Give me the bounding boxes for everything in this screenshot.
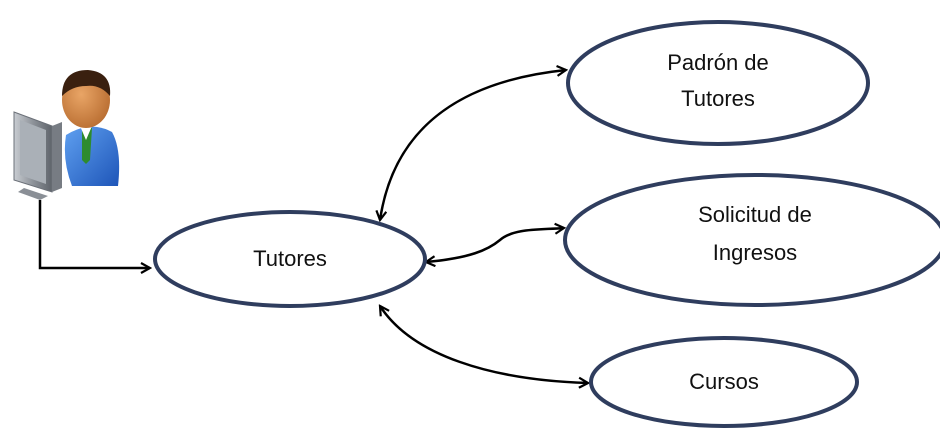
actor-to-tutores-connector (38, 200, 150, 268)
user-at-computer-icon (13, 70, 120, 200)
tutores-solicitud-connector (426, 228, 564, 262)
use-case-padron-label-line2: Tutores (681, 86, 755, 111)
use-case-solicitud-label-line2: Ingresos (713, 240, 797, 265)
use-case-tutores-label: Tutores (253, 246, 327, 271)
use-case-padron-de-tutores (566, 20, 870, 146)
use-case-cursos-label: Cursos (689, 369, 759, 394)
use-case-tutores (153, 210, 427, 308)
use-case-solicitud-label-line1: Solicitud de (698, 202, 812, 227)
use-case-solicitud-de-ingresos (563, 173, 940, 307)
tutores-cursos-connector (380, 306, 588, 383)
use-case-cursos (589, 336, 859, 428)
tutores-padron-connector (380, 70, 566, 220)
use-case-padron-label-line1: Padrón de (667, 50, 769, 75)
